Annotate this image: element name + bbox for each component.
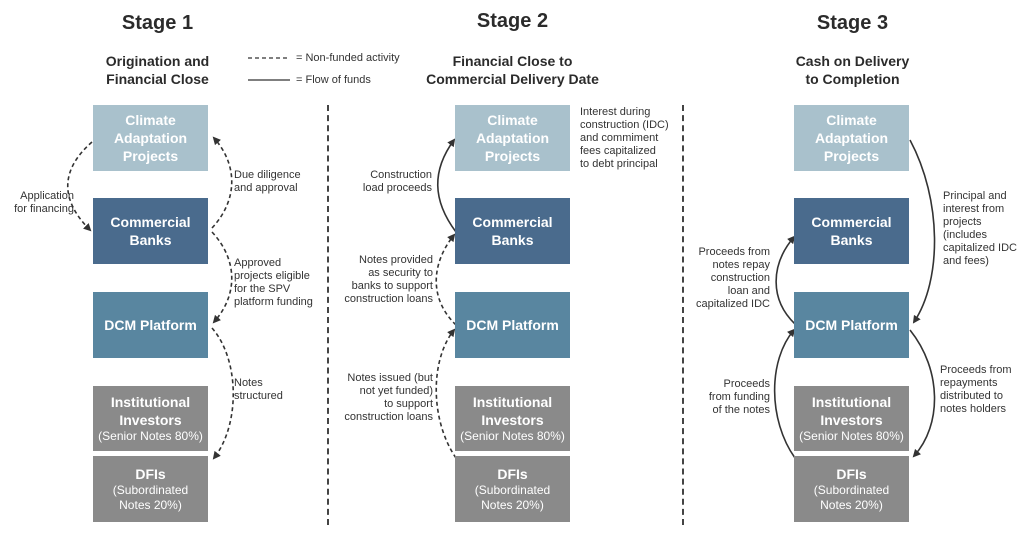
box-label: Climate Adaptation Projects: [814, 112, 889, 164]
stage-1-climate-projects-box: Climate Adaptation Projects: [93, 105, 208, 171]
label-application-for-financing: Application for financing: [14, 190, 74, 215]
arrow-notes-provided: [435, 233, 457, 326]
arrow-proceeds-repay: [775, 235, 796, 325]
label-due-diligence: Due diligence and approval: [234, 169, 301, 194]
arrow-due-diligence: [211, 136, 233, 229]
box-label: Climate Adaptation Projects: [475, 112, 550, 164]
box-label: DFIs: [836, 466, 867, 482]
arrow-notes-issued: [435, 328, 457, 459]
label-interest-during-construction: Interest during construction (IDC) and c…: [580, 106, 669, 170]
box-sublabel: (Senior Notes 80%): [799, 429, 904, 443]
box-label: Commercial Banks: [472, 214, 553, 248]
box-label: DCM Platform: [466, 317, 559, 333]
stage-3-climate-projects-box: Climate Adaptation Projects: [794, 105, 909, 171]
legend-dashed-label: = Non-funded activity: [296, 52, 400, 64]
box-sublabel: (Subordinated Notes 20%): [813, 483, 890, 512]
stage-3-dcm-platform-box: DCM Platform: [794, 292, 909, 358]
stage-3-dfis-box: DFIs(Subordinated Notes 20%): [794, 456, 909, 522]
box-label: DCM Platform: [805, 317, 898, 333]
label-construction-proceeds: Construction load proceeds: [362, 169, 432, 194]
arrow-principal: [909, 139, 936, 324]
box-sublabel: (Subordinated Notes 20%): [474, 483, 551, 512]
label-proceeds-from-funding: Proceeds from funding of the notes: [708, 378, 770, 416]
label-notes-issued: Notes issued (but not yet funded) to sup…: [344, 372, 433, 423]
label-approved-projects: Approved projects eligible for the SPV p…: [234, 257, 313, 308]
box-label: DFIs: [497, 466, 528, 482]
stage-1-subtitle: Origination and Financial Close: [105, 53, 210, 87]
stage-divider-2: [682, 105, 684, 525]
label-proceeds-from-repayments: Proceeds from repayments distributed to …: [940, 364, 1012, 415]
label-proceeds-repay: Proceeds from notes repay construction l…: [696, 246, 770, 310]
stage-divider-1: [327, 105, 329, 525]
arrow-approved: [211, 231, 233, 324]
label-principal-and-interest: Principal and interest from projects (in…: [943, 190, 1017, 267]
box-label: Climate Adaptation Projects: [113, 112, 188, 164]
arrow-application: [67, 141, 93, 232]
box-label: Commercial Banks: [110, 214, 191, 248]
arrow-construction-proceeds: [437, 138, 457, 233]
stage-2-institutional-investors-box: Institutional Investors(Senior Notes 80%…: [455, 386, 570, 451]
box-sublabel: (Senior Notes 80%): [98, 429, 203, 443]
stage-1-institutional-investors-box: Institutional Investors(Senior Notes 80%…: [93, 386, 208, 451]
box-sublabel: (Senior Notes 80%): [460, 429, 565, 443]
stage-2-commercial-banks-box: Commercial Banks: [455, 198, 570, 264]
stage-2-dfis-box: DFIs(Subordinated Notes 20%): [455, 456, 570, 522]
box-label: Commercial Banks: [811, 214, 892, 248]
box-sublabel: (Subordinated Notes 20%): [112, 483, 189, 512]
arrow-proceeds-funding: [773, 328, 796, 459]
box-label: Institutional Investors: [110, 394, 191, 428]
stage-2-title: Stage 2: [476, 10, 549, 32]
arrow-proceeds-repayments: [909, 329, 936, 458]
stage-1-commercial-banks-box: Commercial Banks: [93, 198, 208, 264]
stage-1-title: Stage 1: [121, 12, 194, 34]
stage-2-dcm-platform-box: DCM Platform: [455, 292, 570, 358]
box-label: Institutional Investors: [472, 394, 553, 428]
legend-solid-label: = Flow of funds: [296, 74, 371, 86]
label-notes-structured: Notes structured: [234, 377, 283, 402]
stage-3-commercial-banks-box: Commercial Banks: [794, 198, 909, 264]
stage-3-subtitle: Cash on Delivery to Completion: [795, 53, 910, 87]
stage-2-climate-projects-box: Climate Adaptation Projects: [455, 105, 570, 171]
stage-2-subtitle: Financial Close to Commercial Delivery D…: [426, 53, 599, 87]
label-notes-provided: Notes provided as security to banks to s…: [344, 254, 433, 305]
stage-3-title: Stage 3: [816, 12, 889, 34]
box-label: DFIs: [135, 466, 166, 482]
stage-1-dcm-platform-box: DCM Platform: [93, 292, 208, 358]
box-label: DCM Platform: [104, 317, 197, 333]
stage-3-institutional-investors-box: Institutional Investors(Senior Notes 80%…: [794, 386, 909, 451]
arrow-notes-structured: [211, 327, 234, 460]
box-label: Institutional Investors: [811, 394, 892, 428]
stage-1-dfis-box: DFIs(Subordinated Notes 20%): [93, 456, 208, 522]
